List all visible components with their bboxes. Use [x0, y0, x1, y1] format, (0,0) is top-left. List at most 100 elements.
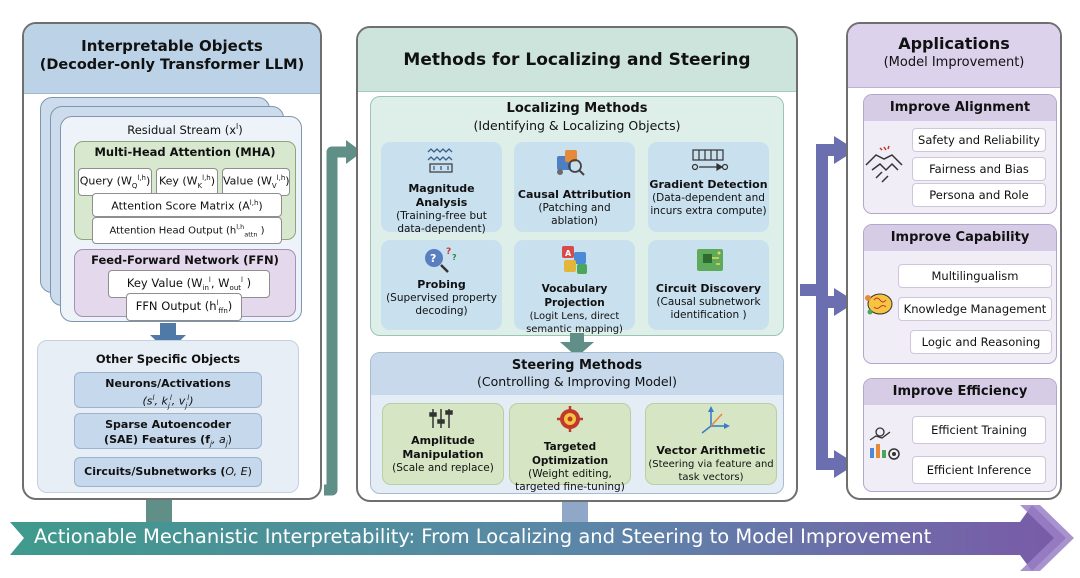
probing-icon: ? ? ? — [425, 247, 457, 273]
circuit-desc-2: identification ) — [670, 309, 747, 321]
probing-desc-2: decoding) — [415, 305, 468, 317]
sae-label-1: Sparse Autoencoder — [105, 418, 231, 431]
magnitude-desc-1: (Training-free but — [396, 210, 487, 222]
gradient-desc-2: incurs extra compute) — [650, 205, 767, 217]
probing-desc-1: (Supervised property — [386, 292, 497, 304]
circuit-desc-1: (Causal subnetwork — [656, 296, 761, 308]
circuits-label: Circuits/Subnetworks ( — [84, 465, 226, 478]
improve-capability-title: Improve Capability — [864, 225, 1056, 251]
neurons-symbols: (sl, kjl, vjl) — [142, 394, 194, 410]
interpretable-objects-header: Interpretable Objects (Decoder-only Tran… — [24, 24, 320, 94]
svg-text:?: ? — [430, 252, 436, 265]
magnitude-desc-2: data-dependent) — [397, 223, 486, 235]
svg-text:A: A — [565, 249, 572, 258]
vector-axes-icon — [701, 406, 730, 434]
item-fairness-bias: Fairness and Bias — [912, 157, 1046, 181]
circuit-icon — [697, 249, 723, 271]
neurons-label: Neurons/Activations — [105, 377, 231, 390]
amplitude-title-2: Manipulation — [402, 448, 484, 461]
improve-efficiency-title: Improve Efficiency — [864, 379, 1056, 405]
vector-desc-1: (Steering via feature and — [648, 459, 774, 470]
target-gear-icon — [557, 406, 583, 432]
vector-desc-2: task vectors) — [678, 472, 744, 483]
sae-label-2: (SAE) Features (fj, aj) — [104, 433, 232, 449]
card-vector-arithmetic: Vector Arithmetic (Steering via feature … — [645, 403, 777, 485]
arrow-head-efficiency — [834, 450, 856, 478]
arrow-left-to-middle — [324, 146, 350, 496]
arrow-head-alignment — [834, 136, 856, 164]
banner-title: Actionable Mechanistic Interpretability:… — [34, 525, 932, 548]
applications-header: Applications (Model Improvement) — [848, 24, 1060, 88]
applications-subtitle: (Model Improvement) — [883, 55, 1025, 70]
magnitude-title: Magnitude Analysis — [408, 182, 475, 209]
causal-icon — [557, 150, 585, 176]
stem-middle — [562, 500, 588, 522]
gradient-desc-1: (Data-dependent and — [652, 192, 765, 204]
card-amplitude-manipulation: Amplitude Manipulation (Scale and replac… — [382, 403, 504, 485]
vector-title: Vector Arithmetic — [656, 444, 766, 457]
efficiency-chart-icon — [869, 427, 900, 460]
key-chip: Key (WKl,h) — [156, 168, 218, 196]
vocab-desc-1: (Logit Lens, direct — [529, 311, 620, 322]
item-safety-reliability: Safety and Reliability — [912, 128, 1046, 152]
localizing-title: Localizing Methods — [506, 101, 648, 116]
banner-arrow — [10, 505, 1066, 571]
applications-title: Applications — [898, 34, 1010, 53]
amplitude-title-1: Amplitude — [411, 434, 475, 447]
item-persona-role: Persona and Role — [912, 183, 1046, 207]
card-magnitude-analysis: Magnitude Analysis (Training-free but da… — [381, 142, 502, 235]
improve-alignment-title: Improve Alignment — [864, 95, 1056, 121]
attention-score-chip: Attention Score Matrix (Al,h) — [92, 193, 282, 217]
steering-subtitle: (Controlling & Improving Model) — [477, 374, 677, 389]
circuits-symbols: O, E — [225, 465, 248, 478]
mha-title: Multi-Head Attention (MHA) — [94, 145, 276, 159]
item-multilingualism: Multilingualism — [898, 264, 1052, 288]
arrow-head-capability — [834, 288, 856, 316]
vocab-desc-2: semantic mapping) — [526, 324, 623, 335]
vocab-title: Vocabulary Projection — [541, 283, 608, 309]
circuits-box: Circuits/Subnetworks (O, E) — [74, 457, 262, 487]
item-efficient-inference: Efficient Inference — [912, 456, 1046, 484]
methods-title: Methods for Localizing and Steering — [403, 50, 751, 70]
item-efficient-training: Efficient Training — [912, 416, 1046, 444]
methods-header: Methods for Localizing and Steering — [358, 28, 796, 92]
value-chip: Value (WVl,h) — [222, 168, 290, 196]
targeted-desc-1: (Weight editing, — [528, 468, 612, 480]
steering-title: Steering Methods — [511, 358, 643, 373]
causal-title: Causal Attribution — [517, 188, 632, 201]
localizing-subtitle: (Identifying & Localizing Objects) — [473, 118, 681, 133]
magnitude-icon — [427, 148, 453, 173]
handshake-icon — [865, 145, 903, 183]
banner-arrow-tip — [1020, 505, 1074, 571]
causal-desc-1: (Patching and ablation) — [538, 202, 611, 227]
attention-head-output-chip: Attention Head Output (hl,hattn ) — [92, 217, 282, 245]
neurons-box: Neurons/Activations (sl, kjl, vjl) — [74, 372, 262, 410]
card-causal-attribution: Causal Attribution (Patching and ablatio… — [514, 142, 635, 232]
svg-text:?: ? — [452, 253, 457, 262]
sliders-icon — [429, 409, 453, 428]
gradient-icon — [691, 149, 729, 172]
steering-header: Steering Methods (Controlling & Improvin… — [371, 353, 783, 395]
item-knowledge-management: Knowledge Management — [898, 297, 1052, 321]
card-gradient-detection: Gradient Detection (Data-dependent and i… — [648, 142, 769, 232]
ffn-output-chip: FFN Output (hlffn) — [126, 293, 242, 322]
probing-title: Probing — [417, 278, 466, 291]
gradient-title: Gradient Detection — [649, 178, 768, 191]
stem-left — [146, 498, 172, 522]
ffn-title: Feed-Forward Network (FFN) — [91, 253, 279, 267]
svg-text:?: ? — [446, 247, 451, 257]
targeted-title: Targeted Optimization — [531, 441, 609, 467]
item-logic-reasoning: Logic and Reasoning — [910, 330, 1052, 354]
circuit-title: Circuit Discovery — [655, 282, 762, 295]
query-chip: Query (WQl,h) — [78, 168, 152, 196]
interpretable-objects-subtitle: (Decoder-only Transformer LLM) — [39, 57, 305, 73]
interpretable-objects-title: Interpretable Objects — [81, 37, 263, 55]
brain-icon — [865, 293, 893, 315]
sae-box: Sparse Autoencoder (SAE) Features (fj, a… — [74, 413, 262, 449]
amplitude-desc: (Scale and replace) — [392, 462, 494, 474]
